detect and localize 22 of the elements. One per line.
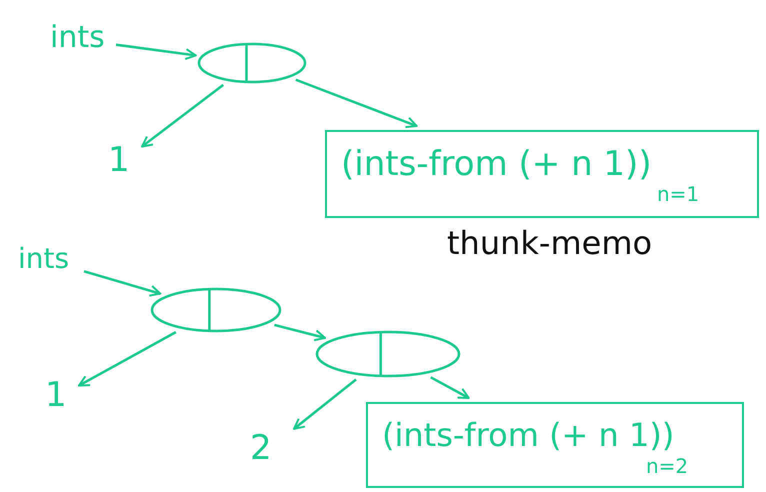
arrow bbox=[295, 78, 418, 128]
arrow bbox=[84, 270, 162, 297]
pair-cell bbox=[197, 42, 307, 84]
arrow bbox=[78, 331, 176, 387]
code-box bbox=[366, 402, 744, 488]
arrow bbox=[293, 378, 357, 430]
stream-label: ints bbox=[18, 242, 80, 280]
stream-label: 1 bbox=[108, 140, 138, 182]
annotation-text: thunk-memo bbox=[447, 224, 652, 262]
pair-cell bbox=[315, 330, 461, 378]
arrow bbox=[141, 84, 224, 148]
pair-cell bbox=[150, 287, 282, 333]
code-text: (ints-from (+ n 1)) bbox=[341, 144, 652, 184]
stream-label: 2 bbox=[250, 428, 290, 468]
arrow bbox=[274, 324, 326, 342]
arrow bbox=[430, 376, 470, 400]
stream-label: ints bbox=[50, 20, 112, 60]
code-text: (ints-from (+ n 1)) bbox=[382, 416, 674, 454]
arrow bbox=[116, 43, 197, 60]
binding-note: n=1 bbox=[657, 182, 700, 206]
stream-label: 1 bbox=[45, 375, 75, 417]
binding-note: n=2 bbox=[646, 454, 688, 478]
